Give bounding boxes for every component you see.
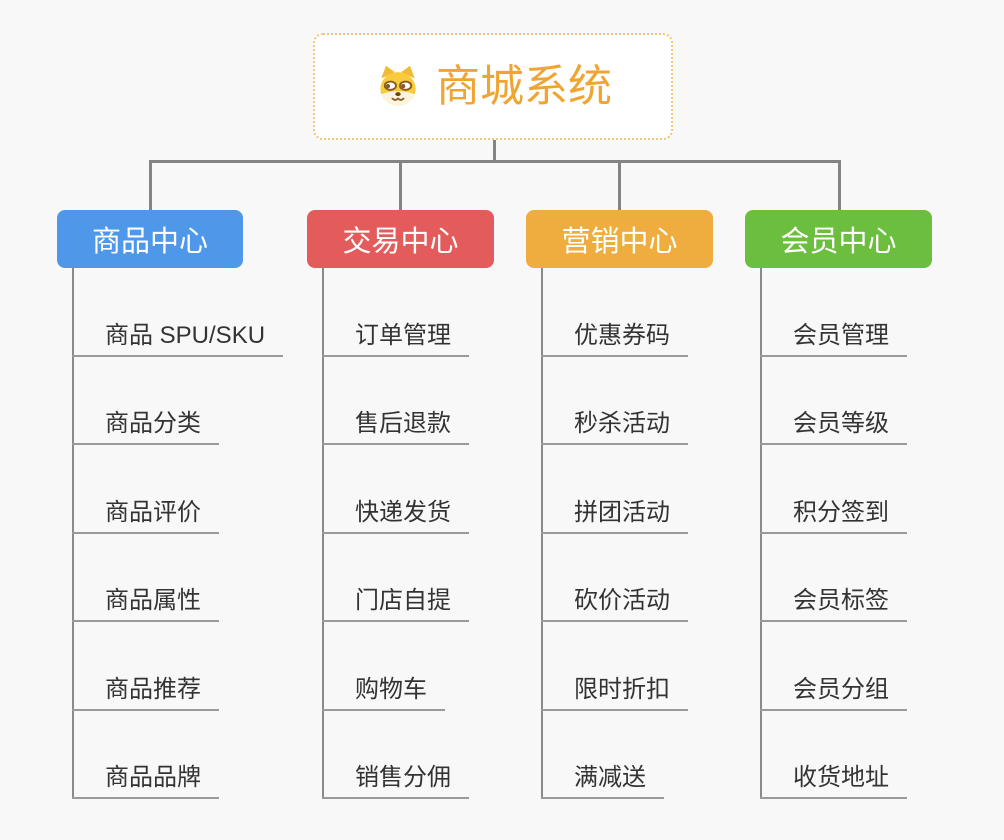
mindmap-item[interactable]: 积分签到: [760, 445, 907, 534]
root-node[interactable]: 商城系统: [313, 33, 673, 140]
branch-node-member-center[interactable]: 会员中心: [745, 210, 932, 268]
mindmap-item[interactable]: 会员标签: [760, 534, 907, 622]
connector-drop-product: [149, 160, 152, 210]
branch-items-product-center: 商品 SPU/SKU 商品分类 商品评价 商品属性 商品推荐 商品品牌: [72, 268, 284, 799]
mindmap-item[interactable]: 订单管理: [322, 268, 469, 357]
branch-node-product-center[interactable]: 商品中心: [57, 210, 243, 268]
mindmap-item[interactable]: 商品评价: [72, 445, 219, 534]
mindmap-item[interactable]: 门店自提: [322, 534, 469, 622]
mindmap-item[interactable]: 快递发货: [322, 445, 469, 534]
mindmap-item[interactable]: 砍价活动: [541, 534, 688, 622]
branch-items-marketing-center: 优惠券码 秒杀活动 拼团活动 砍价活动 限时折扣 满减送: [541, 268, 688, 799]
mindmap-item[interactable]: 拼团活动: [541, 445, 688, 534]
mindmap-item[interactable]: 商品 SPU/SKU: [72, 268, 284, 357]
connector-horizontal: [149, 160, 841, 163]
mindmap-item[interactable]: 优惠券码: [541, 268, 688, 357]
connector-root-stub: [493, 140, 496, 162]
branch-items-member-center: 会员管理 会员等级 积分签到 会员标签 会员分组 收货地址: [760, 268, 907, 799]
branch-spine-trade: [322, 268, 324, 799]
mindmap-item[interactable]: 商品推荐: [72, 622, 219, 711]
dog-face-icon: [374, 64, 422, 109]
mindmap-item[interactable]: 商品品牌: [72, 711, 219, 799]
mindmap-item[interactable]: 会员管理: [760, 268, 907, 357]
connector-drop-marketing: [618, 160, 621, 210]
branch-items-trade-center: 订单管理 售后退款 快递发货 门店自提 购物车 销售分佣: [322, 268, 469, 799]
mindmap-item[interactable]: 商品分类: [72, 357, 219, 445]
branch-spine-marketing: [541, 268, 543, 799]
mindmap-item[interactable]: 商品属性: [72, 534, 219, 622]
mindmap-item[interactable]: 秒杀活动: [541, 357, 688, 445]
connector-drop-trade: [399, 160, 402, 210]
mindmap-item[interactable]: 会员分组: [760, 622, 907, 711]
connector-drop-member: [838, 160, 841, 210]
root-title: 商城系统: [436, 61, 612, 111]
branch-spine-member: [760, 268, 762, 799]
mindmap-item[interactable]: 满减送: [541, 711, 664, 799]
mindmap-item[interactable]: 限时折扣: [541, 622, 688, 711]
mindmap-item[interactable]: 销售分佣: [322, 711, 469, 799]
mindmap-item[interactable]: 购物车: [322, 622, 445, 711]
mindmap-item[interactable]: 会员等级: [760, 357, 907, 445]
branch-spine-product: [72, 268, 74, 799]
branch-node-trade-center[interactable]: 交易中心: [307, 210, 494, 268]
branch-node-marketing-center[interactable]: 营销中心: [526, 210, 713, 268]
mindmap-item[interactable]: 收货地址: [760, 711, 907, 799]
mindmap-item[interactable]: 售后退款: [322, 357, 469, 445]
